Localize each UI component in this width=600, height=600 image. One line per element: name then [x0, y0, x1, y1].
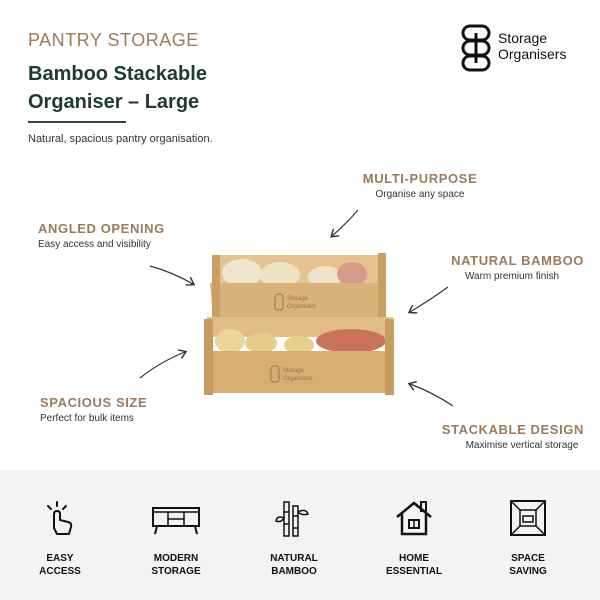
category-eyebrow: PANTRY STORAGE [28, 30, 199, 50]
feature-subtext: Maximise vertical storage [465, 440, 579, 451]
feature-subtext: Perfect for bulk items [40, 413, 134, 424]
product-title: Bamboo Stackable Organiser – Large [28, 63, 207, 113]
potato [245, 333, 277, 353]
bottom-box-side-left [204, 319, 213, 395]
feature-subtext: Easy access and visibility [38, 239, 151, 250]
bamboo-icon [275, 501, 309, 537]
brand-name-line1: Storage [498, 30, 548, 46]
feature-spacious-size: SPACIOUS SIZE Perfect for bulk items [40, 395, 220, 424]
arrow-natural-bamboo [410, 286, 449, 312]
top-box-stamp: Storage Organisers [274, 293, 316, 311]
feature-heading: MULTI-PURPOSE [362, 171, 478, 186]
feature-heading: ANGLED OPENING [38, 221, 165, 236]
callout-arrows [139, 209, 454, 407]
onion [308, 266, 342, 288]
feature-heading: SPACIOUS SIZE [40, 395, 148, 410]
bottom-box-stamp: Storage Organisers [270, 365, 312, 383]
onion [260, 262, 300, 288]
feature-heading: STACKABLE DESIGN [441, 422, 584, 437]
bottom-box-front [205, 351, 393, 393]
product-tagline: Natural, spacious pantry organisation. [28, 133, 213, 145]
benefits-band [0, 470, 600, 600]
sweet-potato [316, 329, 386, 353]
feature-angled-opening: ANGLED OPENING Easy access and visibilit… [38, 221, 218, 250]
feature-stackable-design: STACKABLE DESIGN Maximise vertical stora… [400, 422, 584, 451]
top-box-side-left [212, 255, 220, 317]
red-onion [337, 262, 367, 286]
product-image: Storage Organisers Storage Organisers [204, 253, 394, 395]
feature-subtext: Warm premium finish [464, 271, 560, 282]
space-box-icon [510, 500, 546, 536]
stamp-line2: Organisers [283, 376, 312, 382]
brand-name: Storage Organisers [498, 30, 566, 62]
top-box-front [210, 283, 385, 317]
top-box-side-right [378, 253, 386, 317]
brand-name-line2: Organisers [498, 46, 567, 62]
sideboard-icon [152, 507, 200, 535]
brand-monogram-icon [461, 24, 491, 72]
stamp-line2: Organisers [287, 304, 316, 310]
feature-natural-bamboo: NATURAL BAMBOO Warm premium finish [400, 253, 584, 282]
bottom-box-side-right [385, 319, 394, 395]
potato [284, 336, 314, 354]
stamp-line1: Storage [283, 368, 305, 374]
arrow-multi-purpose [332, 209, 359, 236]
stamp-line1: Storage [287, 296, 309, 302]
title-divider [28, 121, 126, 123]
arrow-spacious-size [139, 352, 185, 379]
arrow-angled-opening [149, 265, 193, 284]
house-icon [396, 501, 432, 536]
feature-subtext: Organise any space [375, 189, 465, 200]
potato [215, 329, 245, 353]
feature-multi-purpose: MULTI-PURPOSE Organise any space [340, 171, 500, 200]
hand-tap-icon [47, 501, 73, 535]
feature-heading: NATURAL BAMBOO [451, 253, 584, 268]
brand-logo: Storage Organisers [460, 24, 590, 74]
onion [222, 259, 262, 287]
arrow-stackable-design [410, 384, 454, 407]
